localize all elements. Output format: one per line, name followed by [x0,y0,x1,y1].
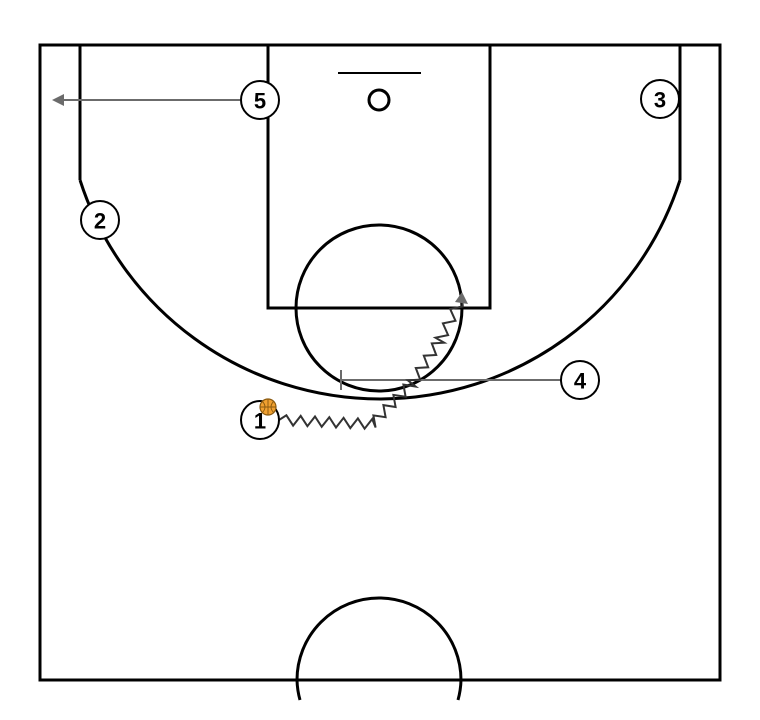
basketball-icon [259,398,277,416]
center-circle [295,596,463,681]
three-point-arc [78,179,682,401]
free-throw-circle [294,223,464,393]
player-2: 2 [80,200,120,240]
player-5: 5 [240,80,280,120]
player-4-number: 4 [574,369,587,394]
player-4: 4 [560,360,600,400]
player-2-number: 2 [94,209,106,234]
dribble-zigzag [278,296,464,431]
basket-rim [367,88,391,112]
paint-lane [266,43,492,310]
court-boundary [38,43,722,682]
player-3: 3 [640,79,680,119]
center-circle-lower [295,679,463,701]
player-1-dribble-path [278,292,468,431]
player-5-number: 5 [254,89,266,114]
player-1-number: 1 [254,409,266,434]
dribble-arrowhead [455,292,468,304]
player-3-number: 3 [654,88,666,113]
